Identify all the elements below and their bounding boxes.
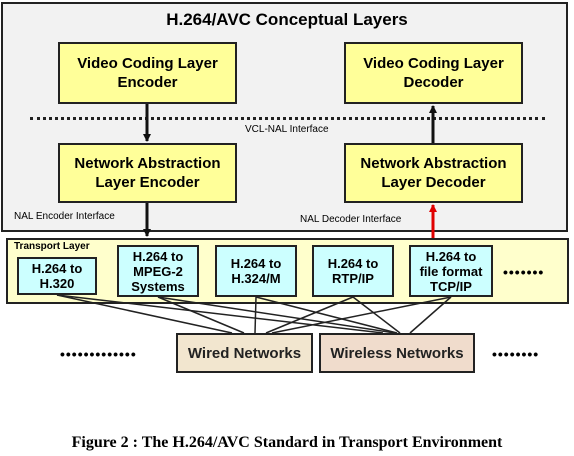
vcl-nal-interface-label: VCL-NAL Interface [245, 124, 329, 135]
nal-encoder-interface-label: NAL Encoder Interface [14, 211, 115, 222]
wireless-networks-box: Wireless Networks [319, 333, 475, 373]
protocol-box-h320: H.264 to H.320 [17, 257, 97, 295]
transport-more-ellipsis: ••••••• [503, 264, 545, 280]
transport-layer-label: Transport Layer [14, 241, 90, 252]
vcl-decoder-box: Video Coding Layer Decoder [344, 42, 523, 104]
vcl-encoder-box: Video Coding Layer Encoder [58, 42, 237, 104]
networks-right-ellipsis: •••••••• [492, 346, 540, 362]
protocol-box-rtp-ip: H.264 to RTP/IP [312, 245, 394, 297]
protocol-box-mpeg2: H.264 to MPEG-2 Systems [117, 245, 199, 297]
nal-decoder-interface-label: NAL Decoder Interface [300, 214, 402, 225]
vcl-nal-interface-line [30, 117, 545, 120]
nal-decoder-box: Network Abstraction Layer Decoder [344, 143, 523, 203]
protocol-box-file-format: H.264 to file format TCP/IP [409, 245, 493, 297]
protocol-box-h324m: H.264 to H.324/M [215, 245, 297, 297]
figure-caption: Figure 2 : The H.264/AVC Standard in Tra… [71, 434, 503, 451]
nal-encoder-box: Network Abstraction Layer Encoder [58, 143, 237, 203]
networks-left-ellipsis: ••••••••••••• [60, 346, 137, 362]
protocol-to-network-lines [56, 294, 452, 334]
diagram-title: H.264/AVC Conceptual Layers [166, 10, 408, 29]
wired-networks-box: Wired Networks [176, 333, 313, 373]
